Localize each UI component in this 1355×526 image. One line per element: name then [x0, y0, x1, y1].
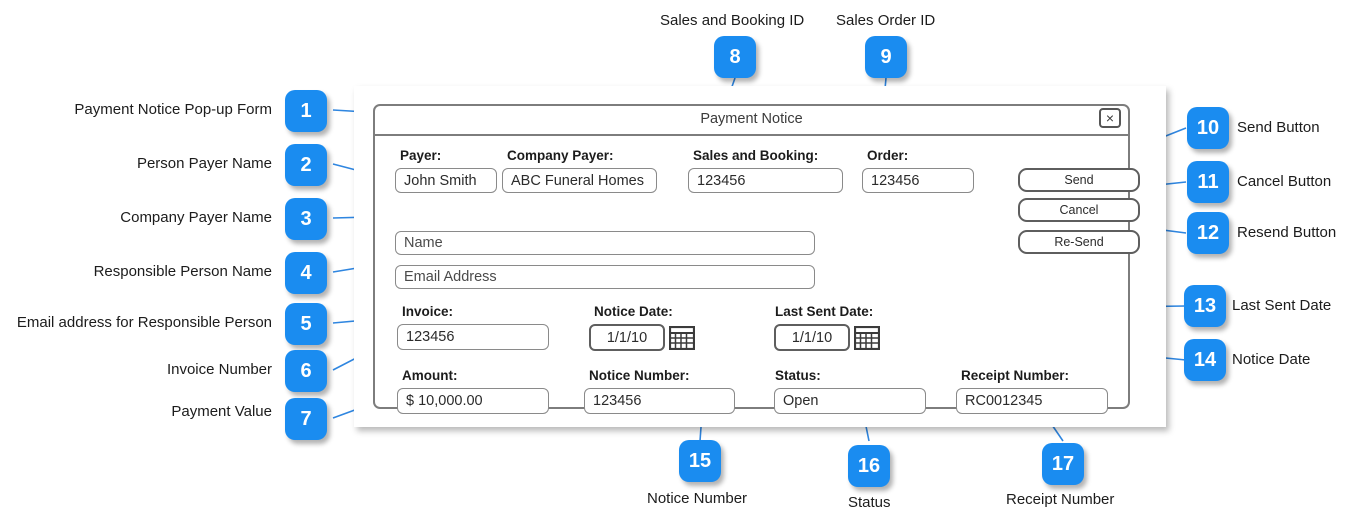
calendar-icon[interactable] [853, 325, 881, 351]
last-sent-date-input[interactable]: 1/1/10 [774, 324, 850, 351]
callout-label-3: Company Payer Name [120, 209, 272, 226]
close-icon[interactable]: × [1099, 108, 1121, 128]
callout-label-15: Notice Number [647, 490, 748, 507]
dialog-titlebar: Payment Notice × [375, 106, 1128, 136]
callout-badge-8: 8 [714, 36, 756, 78]
resend-button[interactable]: Re-Send [1018, 230, 1140, 254]
callout-badge-7: 7 [285, 398, 327, 440]
callout-badge-5: 5 [285, 303, 327, 345]
receipt-number-label: Receipt Number: [961, 368, 1070, 383]
callout-badge-6: 6 [285, 350, 327, 392]
callout-badge-14: 14 [1184, 339, 1226, 381]
callout-badge-1: 1 [285, 90, 327, 132]
responsible-person-name-input[interactable]: Name [395, 231, 815, 255]
payment-notice-dialog: Payment Notice × Payer: John Smith Compa… [373, 104, 1140, 414]
callout-badge-10: 10 [1187, 107, 1229, 149]
callout-badge-4: 4 [285, 252, 327, 294]
callout-label-14: Notice Date [1232, 351, 1311, 368]
payer-label: Payer: [400, 148, 442, 163]
callout-badge-16: 16 [848, 445, 890, 487]
responsible-person-email-input[interactable]: Email Address [395, 265, 815, 289]
callout-badge-3: 3 [285, 198, 327, 240]
callout-label-10: Send Button [1237, 119, 1320, 136]
notice-number-input[interactable]: 123456 [584, 388, 735, 414]
callout-label-13: Last Sent Date [1232, 297, 1332, 314]
callout-badge-9: 9 [865, 36, 907, 78]
callout-badge-12: 12 [1187, 212, 1229, 254]
dialog-body: Payer: John Smith Company Payer: ABC Fun… [375, 136, 1140, 414]
callout-label-9: Sales Order ID [836, 12, 936, 29]
amount-input[interactable]: $ 10,000.00 [397, 388, 549, 414]
calendar-icon[interactable] [668, 325, 696, 351]
invoice-input[interactable]: 123456 [397, 324, 549, 350]
callout-label-6: Invoice Number [166, 361, 272, 378]
notice-number-label: Notice Number: [589, 368, 690, 383]
order-input[interactable]: 123456 [862, 168, 974, 193]
status-label: Status: [775, 368, 821, 383]
company-payer-label: Company Payer: [507, 148, 614, 163]
callout-badge-2: 2 [285, 144, 327, 186]
sales-and-booking-input[interactable]: 123456 [688, 168, 843, 193]
callout-label-1: Payment Notice Pop-up Form [74, 101, 272, 118]
amount-label: Amount: [402, 368, 458, 383]
callout-badge-17: 17 [1042, 443, 1084, 485]
callout-label-5: Email address for Responsible Person [16, 314, 272, 331]
status-input[interactable]: Open [774, 388, 926, 414]
order-label: Order: [867, 148, 909, 163]
notice-date-input[interactable]: 1/1/10 [589, 324, 665, 351]
callout-label-7: Payment Value [171, 403, 272, 420]
callout-label-12: Resend Button [1237, 224, 1337, 241]
callout-label-2: Person Payer Name [136, 155, 272, 172]
cancel-button[interactable]: Cancel [1018, 198, 1140, 222]
dialog-title: Payment Notice [700, 111, 803, 127]
callout-label-8: Sales and Booking ID [660, 12, 805, 29]
send-button[interactable]: Send [1018, 168, 1140, 192]
callout-label-11: Cancel Button [1237, 173, 1332, 190]
company-payer-input[interactable]: ABC Funeral Homes [502, 168, 657, 193]
invoice-label: Invoice: [402, 304, 454, 319]
callout-label-4: Responsible Person Name [93, 263, 272, 280]
last-sent-date-label: Last Sent Date: [775, 304, 874, 319]
callout-badge-11: 11 [1187, 161, 1229, 203]
notice-date-label: Notice Date: [594, 304, 673, 319]
payer-input[interactable]: John Smith [395, 168, 497, 193]
callout-badge-15: 15 [679, 440, 721, 482]
receipt-number-input[interactable]: RC0012345 [956, 388, 1108, 414]
callout-label-17: Receipt Number [1006, 491, 1115, 508]
sales-and-booking-label: Sales and Booking: [693, 148, 819, 163]
callout-label-16: Status [848, 494, 891, 511]
callout-badge-13: 13 [1184, 285, 1226, 327]
